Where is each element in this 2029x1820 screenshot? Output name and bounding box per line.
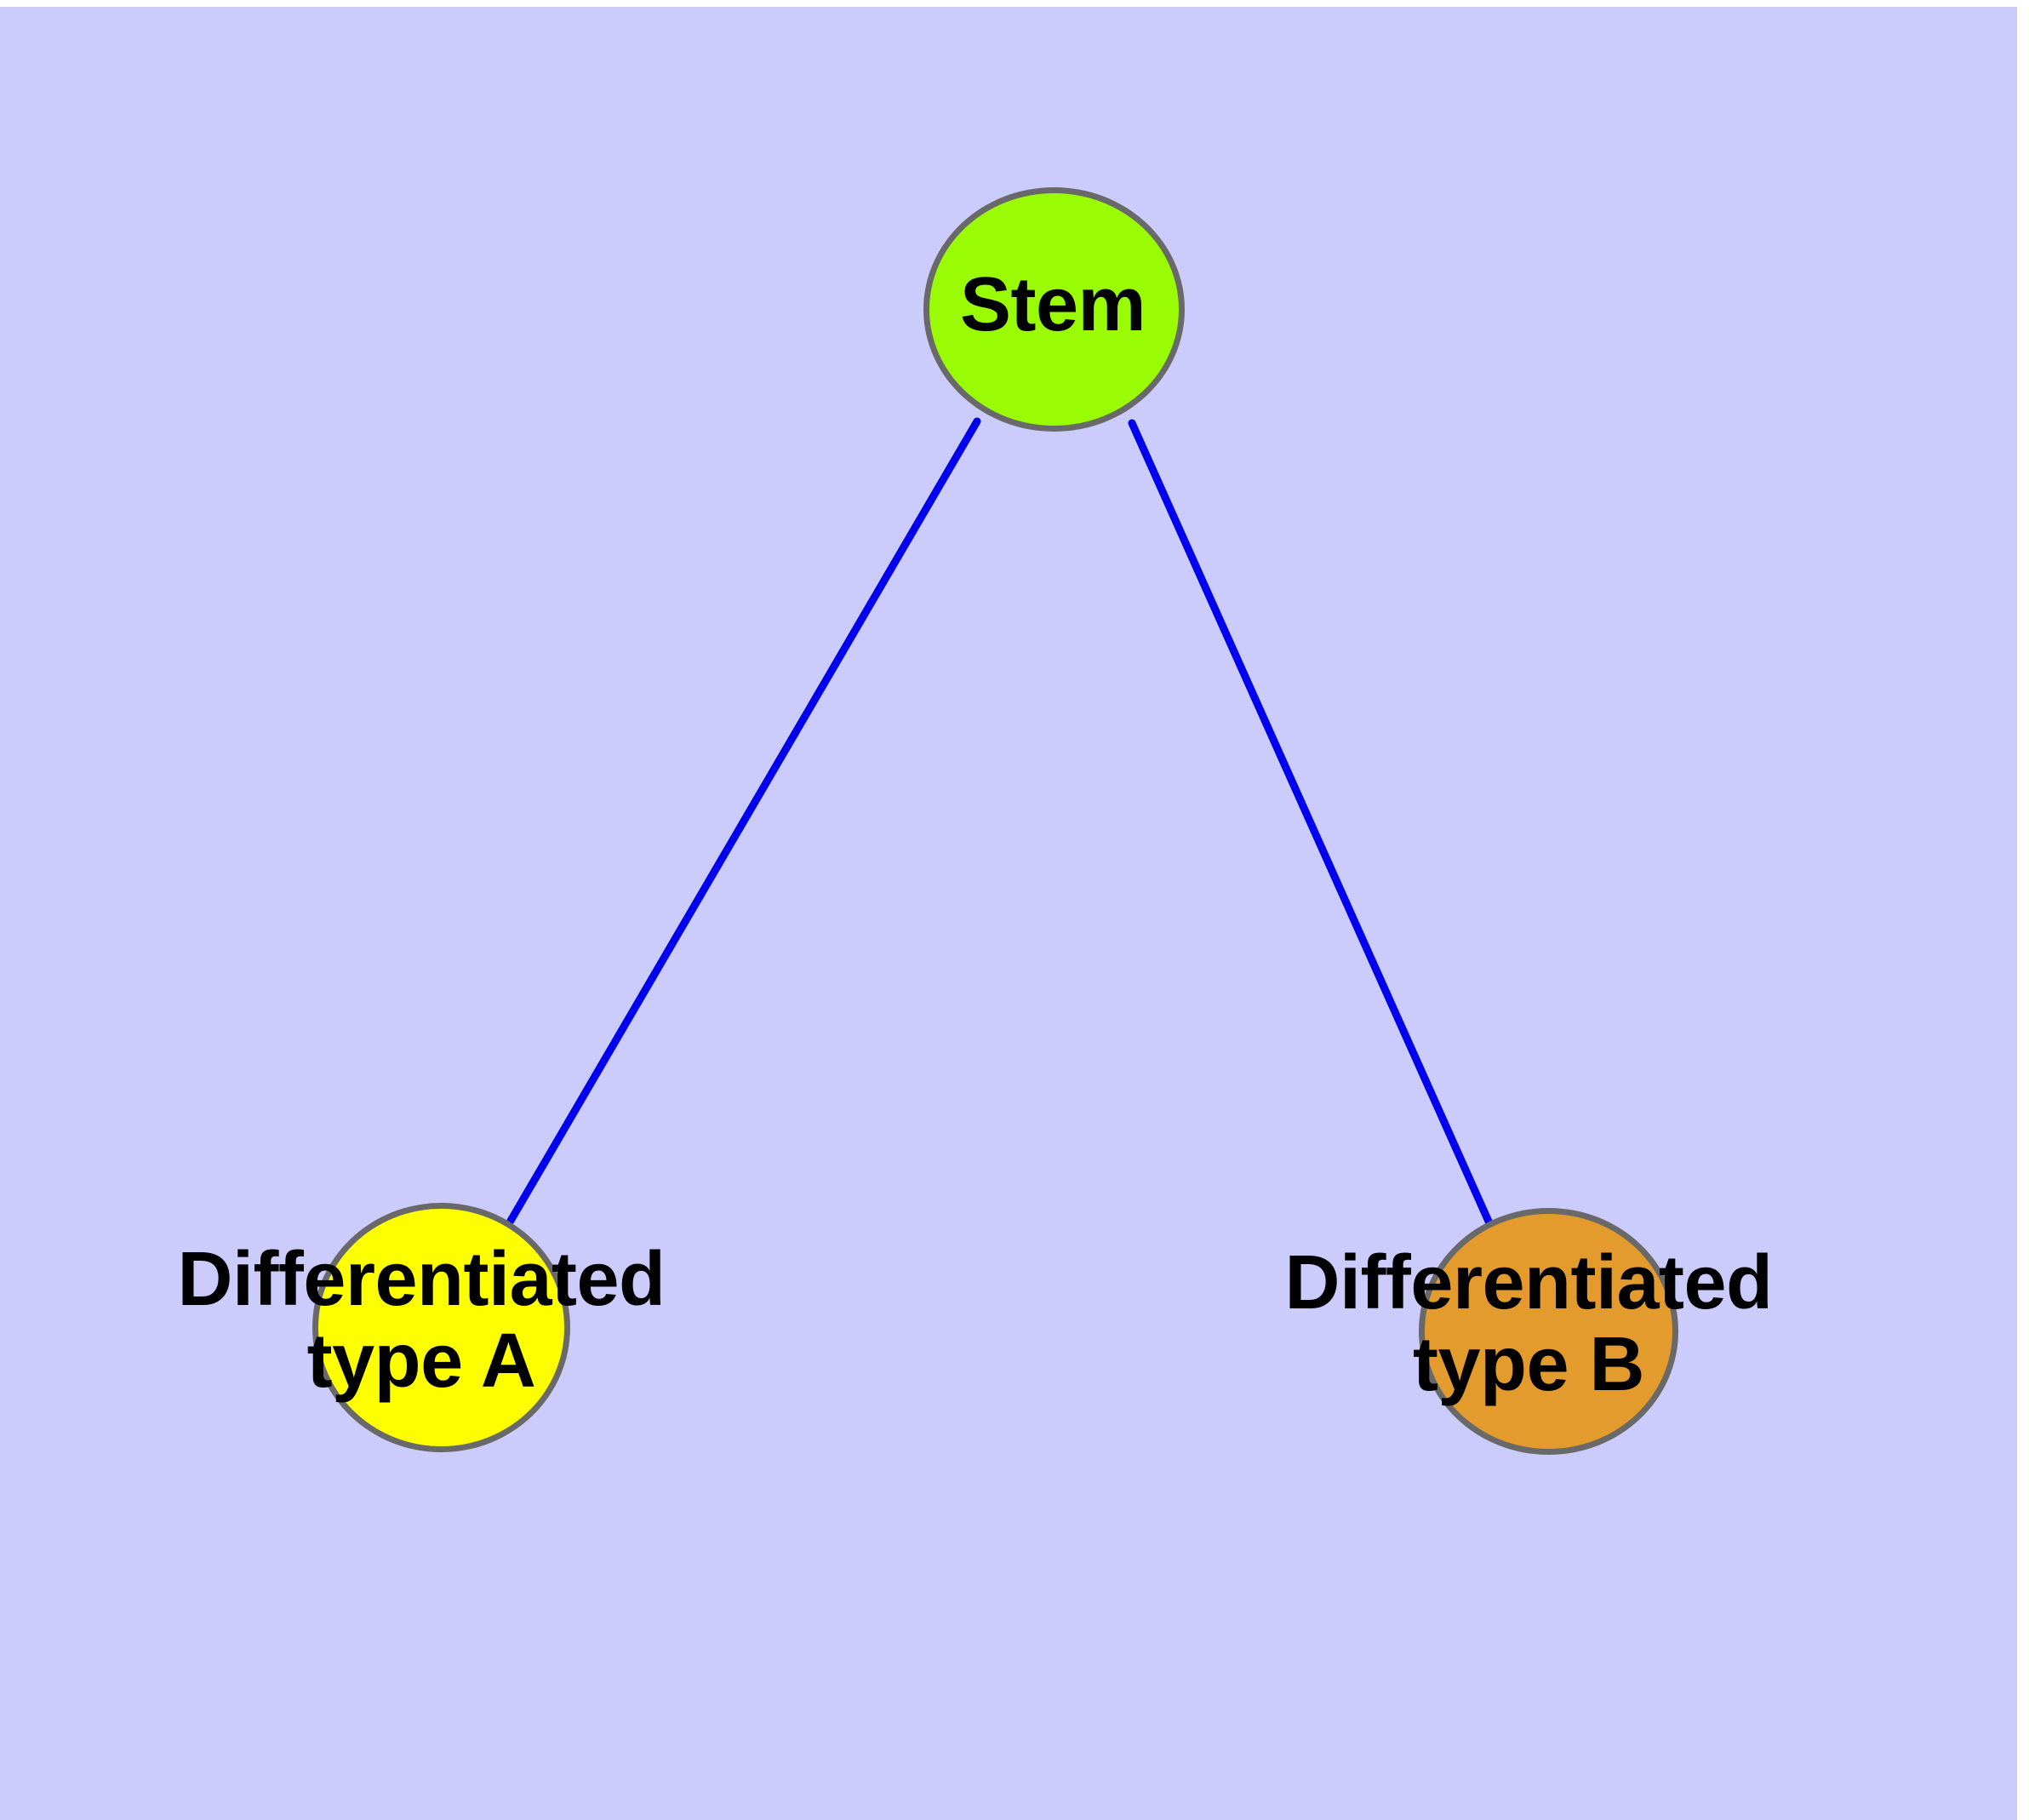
node-differentiated-type-a-circle[interactable] — [312, 1203, 570, 1452]
node-stem-circle[interactable] — [923, 187, 1185, 432]
edge-stem-to-type-a — [506, 417, 981, 1225]
label-line-1: Differentiated — [177, 1237, 666, 1322]
node-differentiated-type-b-circle[interactable] — [1419, 1208, 1678, 1455]
label-line-2: type A — [306, 1319, 536, 1405]
node-stem-label: Stem — [959, 262, 1146, 347]
edge-stem-to-type-b — [1128, 419, 1494, 1228]
label-line-2: type B — [1412, 1322, 1645, 1408]
label-line-1: Differentiated — [1284, 1240, 1773, 1325]
